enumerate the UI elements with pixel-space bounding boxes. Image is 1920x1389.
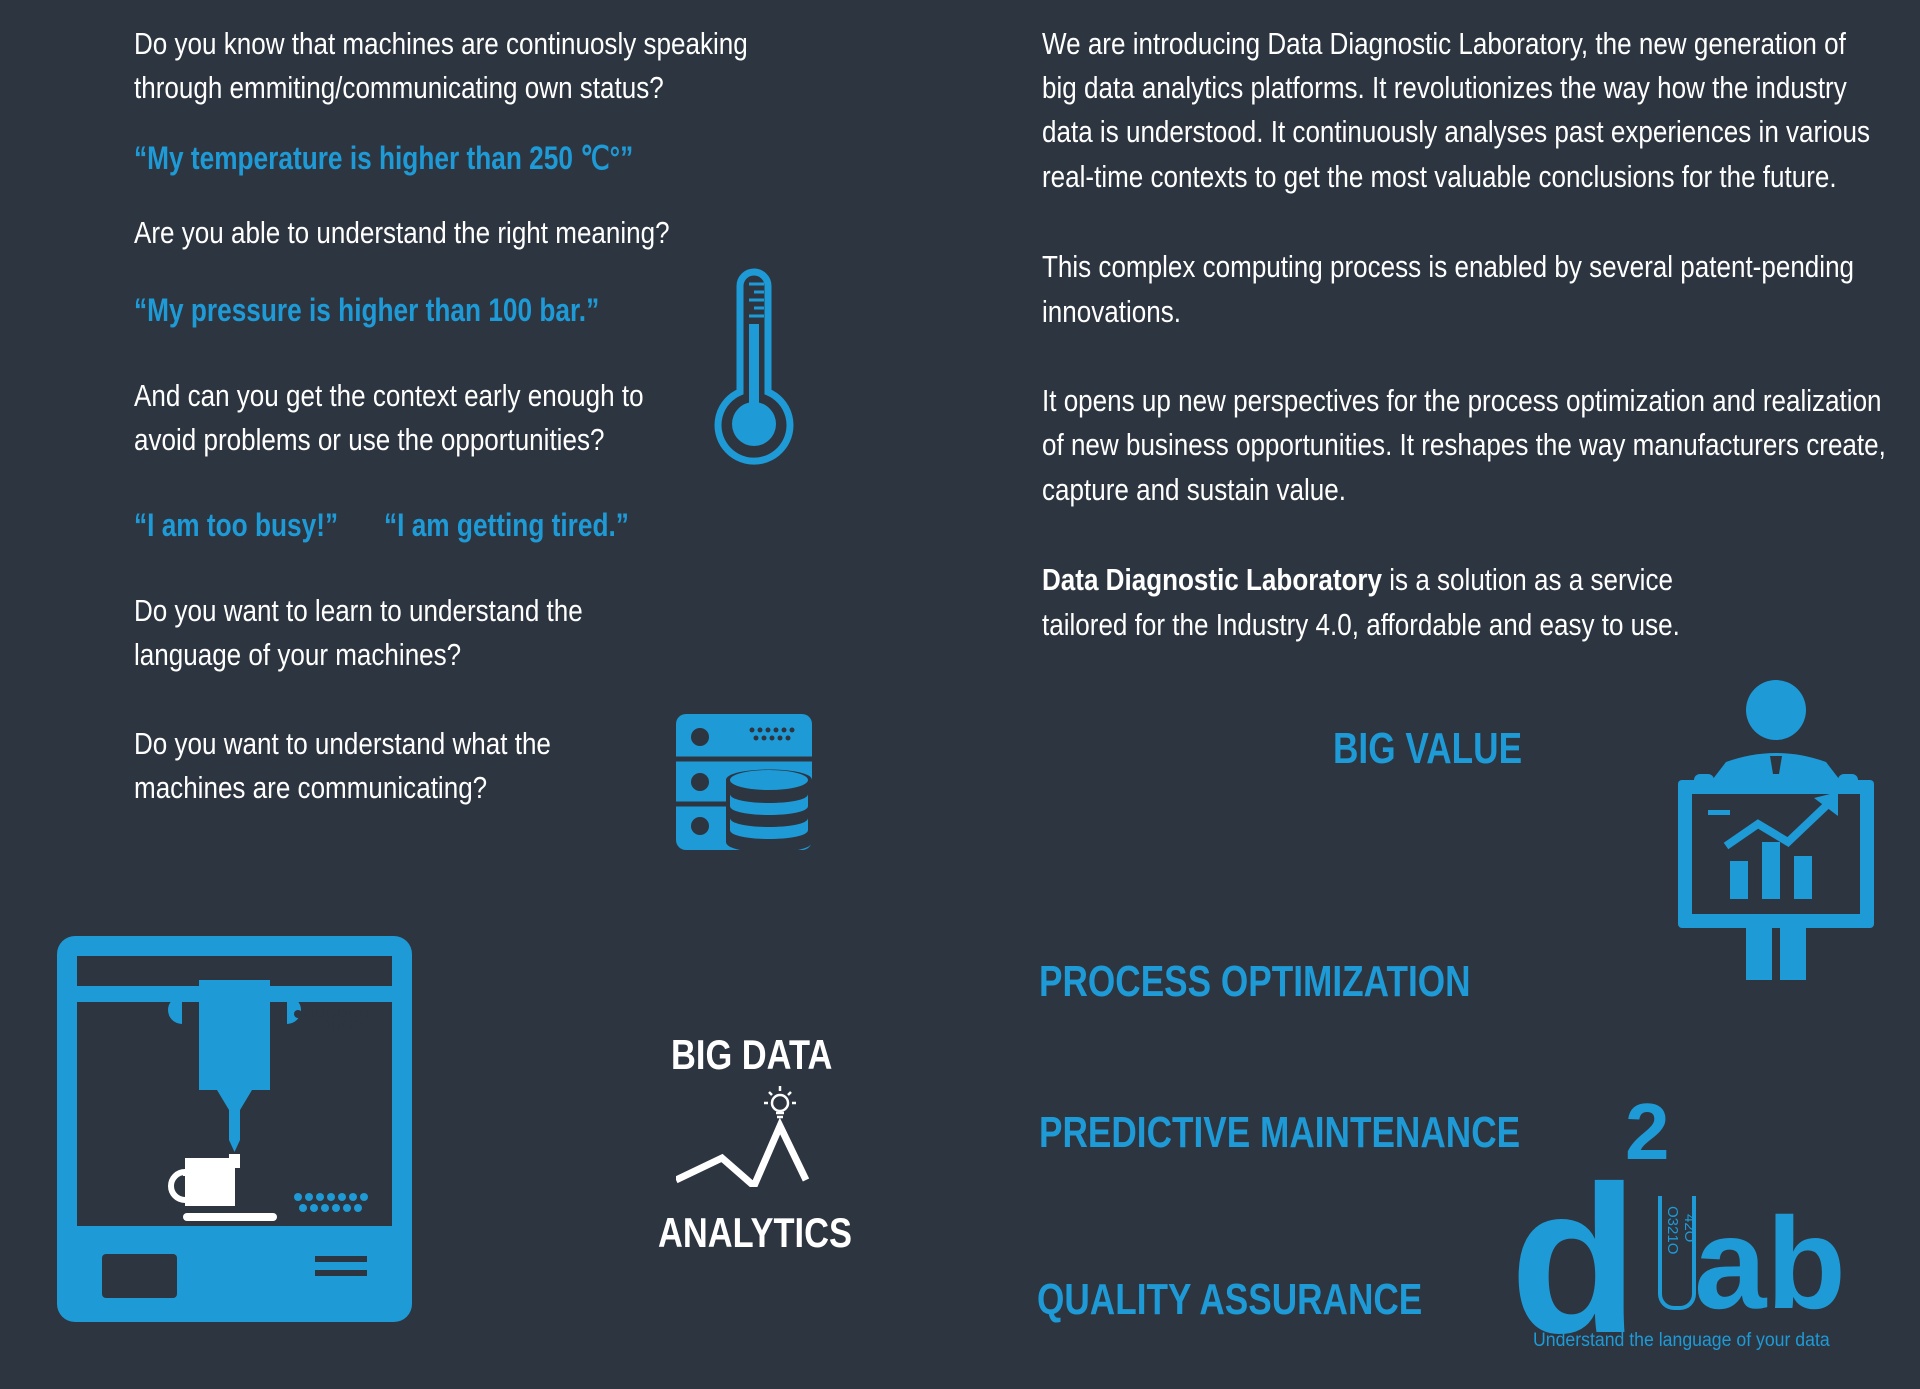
quote-busy: “I am too busy!” — [134, 507, 339, 543]
big-value-label: BIG VALUE — [1333, 724, 1523, 773]
perspectives-paragraph-line-3: capture and sustain value. — [1042, 472, 1347, 507]
solution-name: Data Diagnostic Laboratory — [1042, 562, 1383, 597]
question-communicating-line-2: machines are communicating? — [134, 770, 488, 805]
database-server-icon — [676, 714, 812, 850]
intro-paragraph-line-1: We are introducing Data Diagnostic Labor… — [1042, 26, 1846, 61]
quote-temperature: “My temperature is higher than 250 ℃°” — [134, 140, 634, 176]
logo-tube — [1658, 1196, 1696, 1310]
question-language-line-1: Do you want to learn to understand the — [134, 593, 583, 628]
question-context-line-2: avoid problems or use the opportunities? — [134, 422, 605, 457]
question-meaning: Are you able to understand the right mea… — [134, 215, 670, 250]
logo-tagline: Understand the language of your data — [1533, 1330, 1830, 1351]
intro-paragraph-line-4: real-time contexts to get the most valua… — [1042, 159, 1837, 194]
solution-description: is a solution as a service — [1382, 562, 1673, 597]
quote-tired: “I am getting tired.” — [384, 507, 629, 543]
quote-pressure: “My pressure is higher than 100 bar.” — [134, 292, 600, 328]
logo-d: d — [1510, 1142, 1639, 1377]
intro-line-1: Do you know that machines are continuosl… — [134, 26, 748, 61]
analytics-label: ANALYTICS — [658, 1209, 852, 1256]
3d-printer-icon — [57, 936, 412, 1322]
output-process-optimization: PROCESS OPTIMIZATION — [1039, 957, 1471, 1006]
output-predictive-maintenance: PREDICTIVE MAINTENANCE — [1039, 1108, 1521, 1157]
intro-line-2: through emmiting/communicating own statu… — [134, 70, 664, 105]
big-data-label: BIG DATA — [671, 1031, 833, 1078]
lightbulb-icon — [676, 1086, 810, 1187]
question-language-line-2: language of your machines? — [134, 637, 462, 672]
question-context-line-1: And can you get the context early enough… — [134, 378, 644, 413]
intro-paragraph-line-2: big data analytics platforms. It revolut… — [1042, 70, 1847, 105]
perspectives-paragraph-line-2: of new business opportunities. It reshap… — [1042, 427, 1886, 462]
solution-paragraph-line-1: Data Diagnostic Laboratory is a solution… — [1042, 558, 1673, 602]
presenter-chart-icon — [1678, 680, 1874, 980]
question-communicating-line-1: Do you want to understand what the — [134, 726, 551, 761]
output-quality-assurance: QUALITY ASSURANCE — [1037, 1275, 1423, 1324]
solution-paragraph-line-2: tailored for the Industry 4.0, affordabl… — [1042, 607, 1680, 642]
logo-superscript-2: 2 — [1625, 1087, 1670, 1176]
logo-digits-right: 42O — [1681, 1214, 1698, 1243]
logo-digits-left: O321O — [1664, 1206, 1681, 1255]
perspectives-paragraph-line-1: It opens up new perspectives for the pro… — [1042, 383, 1882, 418]
innovation-paragraph-line-1: This complex computing process is enable… — [1042, 249, 1855, 284]
thermometer-icon — [714, 268, 794, 465]
intro-paragraph-line-3: data is understood. It continuously anal… — [1042, 114, 1870, 149]
innovation-paragraph-line-2: innovations. — [1042, 294, 1181, 329]
